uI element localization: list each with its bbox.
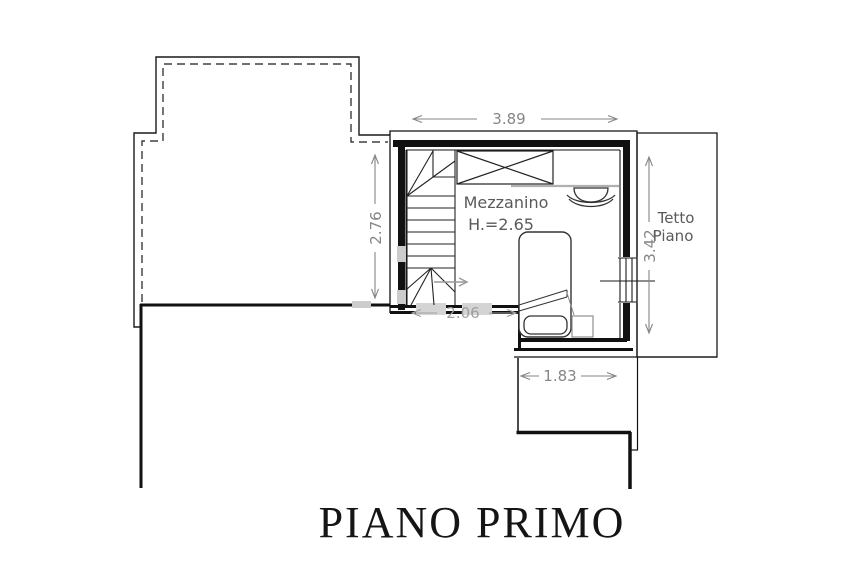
stairs [406, 150, 456, 306]
dimension-left-label: 2.76 [367, 211, 385, 244]
bed [518, 231, 594, 338]
roof-label-line1: Tetto [657, 209, 695, 227]
roof-label-line2: Piano [653, 227, 694, 245]
dimension-top-label: 3.89 [492, 110, 525, 128]
bed-frame [518, 231, 572, 338]
terrace-dashed-outline [141, 63, 388, 302]
dimension-top [411, 114, 619, 124]
room-name-label: Mezzanino [464, 193, 549, 212]
roof-label: Tetto Piano [653, 209, 695, 245]
window-right-wall [600, 257, 655, 303]
dimension-right-label: 3.42 [641, 229, 659, 262]
dimension-balcony-label: 1.83 [543, 367, 576, 385]
room-height-label: H.=2.65 [468, 215, 534, 234]
page-title: PIANO PRIMO [319, 498, 626, 547]
dimension-lower-left [410, 308, 518, 318]
dimension-left [370, 153, 380, 300]
terrace-outline [133, 56, 390, 328]
flat-roof-outline [636, 132, 718, 358]
dimension-right [644, 155, 654, 335]
washbasin [566, 187, 616, 208]
dimension-lower-left-label: 2.06 [446, 304, 479, 322]
wall-gap-left [352, 301, 371, 308]
wall-window-gaps [397, 246, 492, 315]
balcony-outline [516, 357, 639, 489]
bed-fold-lines [518, 289, 575, 316]
wardrobe [456, 150, 554, 185]
nightstand [571, 315, 594, 338]
lower-room-walls [139, 303, 390, 488]
stair-direction-arrow [434, 277, 469, 287]
dimension-balcony [519, 371, 618, 381]
pillow [523, 315, 568, 335]
